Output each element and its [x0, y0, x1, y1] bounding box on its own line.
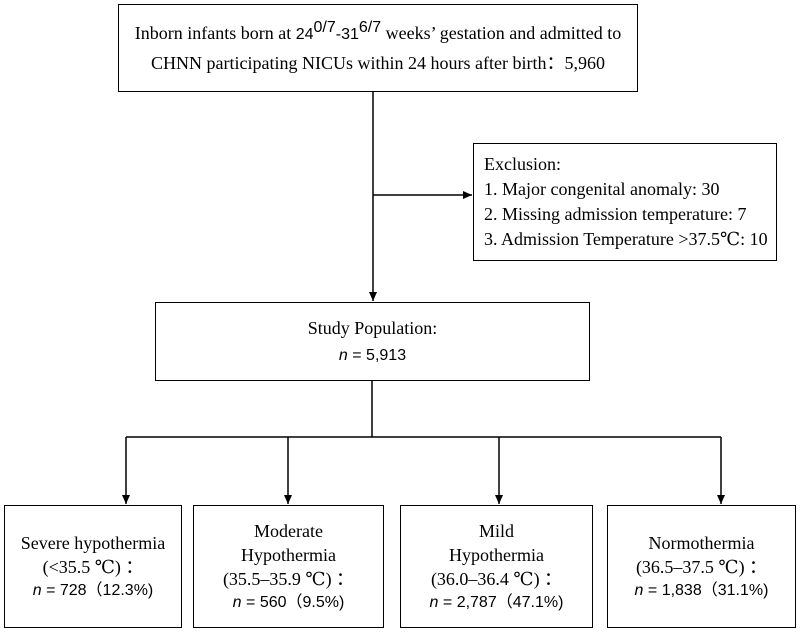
mild-hypothermia-box: Mild Hypothermia (36.0–36.4 ℃) ： n = 2,7… — [400, 505, 593, 628]
category-count: n = 2,787（47.1%) — [429, 593, 564, 611]
category-range: (36.5–37.5 ℃) ： — [635, 556, 768, 577]
study-population-box: Study Population: n = 5,913 — [155, 302, 590, 381]
category-label: Moderate — [254, 520, 323, 541]
category-label: Normothermia — [648, 532, 755, 553]
category-label: Hypothermia — [449, 544, 544, 565]
category-label: Mild — [478, 520, 514, 541]
category-count: n = 560（9.5%) — [232, 593, 345, 611]
severe-hypothermia-box: Severe hypothermia (<35.5 ℃) ： n = 728（1… — [4, 505, 182, 628]
exclusion-box: Exclusion: 1. Major congenital anomaly: … — [473, 143, 777, 261]
category-range: (36.0–36.4 ℃) ： — [430, 568, 563, 589]
category-label: Severe hypothermia — [20, 532, 166, 553]
exclusion-item: 3. Admission Temperature >37.5℃: 10 — [484, 229, 768, 249]
category-label: Hypothermia — [241, 544, 336, 565]
enrollment-line-2: CHNN participating NICUs within 24 hours… — [151, 53, 605, 73]
enrollment-line-1: Inborn infants born at 240/7-316/7 weeks… — [134, 19, 622, 44]
normothermia-box: Normothermia (36.5–37.5 ℃) ： n = 1,838（3… — [607, 505, 796, 628]
enrollment-box: Inborn infants born at 240/7-316/7 weeks… — [118, 4, 638, 92]
category-count: n = 728（12.3%) — [32, 581, 154, 599]
category-range: (35.5–35.9 ℃) ： — [222, 568, 355, 589]
exclusion-item: 2. Missing admission temperature: 7 — [484, 204, 747, 224]
category-range: (<35.5 ℃) ： — [42, 556, 144, 577]
moderate-hypothermia-box: Moderate Hypothermia (35.5–35.9 ℃) ： n =… — [193, 505, 384, 628]
exclusion-title: Exclusion: — [484, 154, 561, 174]
study-title: Study Population: — [307, 317, 438, 338]
exclusion-item: 1. Major congenital anomaly: 30 — [484, 179, 720, 199]
category-count: n = 1,838（31.1%) — [634, 581, 769, 599]
study-count: n = 5,913 — [338, 346, 407, 364]
